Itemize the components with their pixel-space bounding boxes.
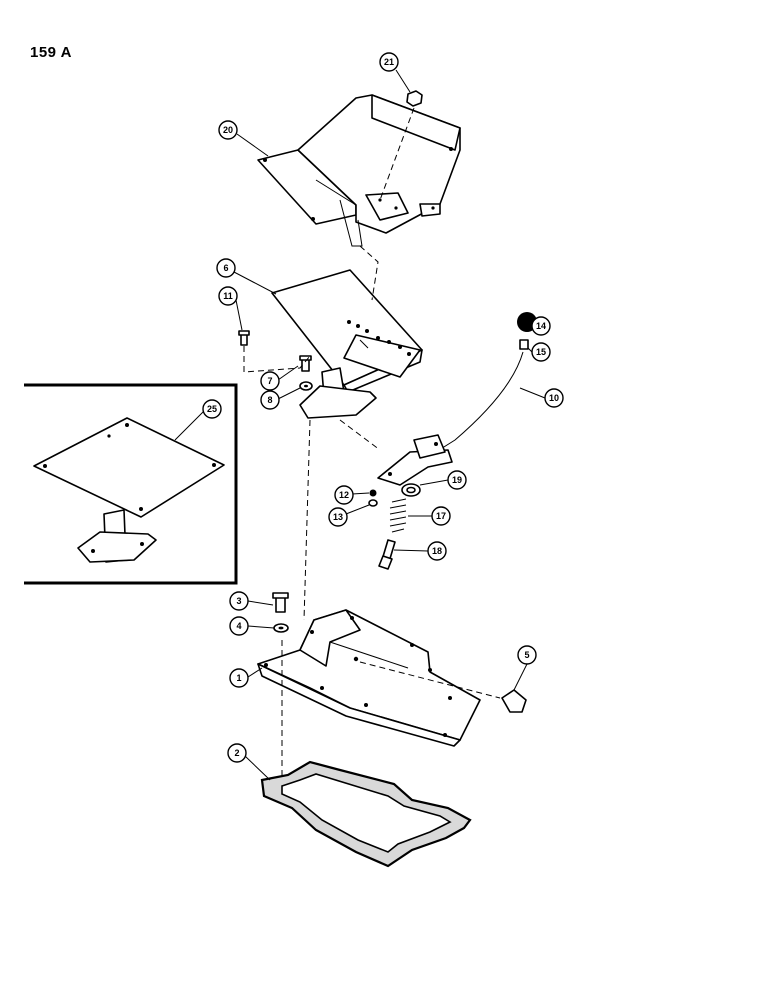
- svg-text:10: 10: [549, 393, 559, 403]
- callout-15: 15: [531, 342, 551, 362]
- svg-text:5: 5: [524, 650, 529, 660]
- part-12-ball: [369, 489, 377, 497]
- svg-text:19: 19: [452, 475, 462, 485]
- part-20-cover: [257, 94, 461, 247]
- callout-4: 4: [229, 616, 249, 636]
- part-4-washer: [273, 623, 289, 633]
- svg-text:1: 1: [236, 673, 241, 683]
- callout-20: 20: [218, 120, 238, 140]
- callout-13: 13: [328, 507, 348, 527]
- callout-12: 12: [334, 485, 354, 505]
- callout-2: 2: [227, 743, 247, 763]
- part-19-cup-washer: [401, 483, 421, 497]
- callout-18: 18: [427, 541, 447, 561]
- part-2-gasket: [260, 760, 472, 868]
- callout-25: 25: [202, 399, 222, 419]
- svg-text:17: 17: [436, 511, 446, 521]
- callout-21: 21: [379, 52, 399, 72]
- svg-text:4: 4: [236, 621, 241, 631]
- svg-text:13: 13: [333, 512, 343, 522]
- part-5-plug: [501, 689, 527, 713]
- callout-1: 1: [229, 668, 249, 688]
- page-title: 159 A: [30, 44, 72, 61]
- callout-3: 3: [229, 591, 249, 611]
- svg-text:11: 11: [223, 291, 233, 301]
- inset-box: [24, 383, 238, 585]
- part-18-bolt: [378, 539, 396, 570]
- part-15-set-screw: [519, 339, 529, 350]
- callout-11: 11: [218, 286, 238, 306]
- svg-text:20: 20: [223, 125, 233, 135]
- svg-text:18: 18: [432, 546, 442, 556]
- svg-text:3: 3: [236, 596, 241, 606]
- callout-5: 5: [517, 645, 537, 665]
- svg-text:25: 25: [207, 404, 217, 414]
- svg-text:12: 12: [339, 490, 349, 500]
- part-17-spring: [389, 498, 407, 533]
- part-1-housing: [257, 609, 481, 747]
- svg-text:7: 7: [267, 376, 272, 386]
- callout-7: 7: [260, 371, 280, 391]
- assembly-dashed-lines: [243, 107, 501, 780]
- leader-lines: [174, 69, 546, 781]
- part-13-washer: [368, 499, 378, 507]
- svg-text:8: 8: [267, 395, 272, 405]
- callout-10: 10: [544, 388, 564, 408]
- part-11-bolt: [238, 330, 250, 346]
- svg-text:14: 14: [536, 321, 546, 331]
- callout-6: 6: [216, 258, 236, 278]
- svg-text:15: 15: [536, 347, 546, 357]
- part-10-lever: [377, 351, 524, 486]
- callout-19: 19: [447, 470, 467, 490]
- callout-14: 14: [531, 316, 551, 336]
- part-3-bolt: [272, 592, 289, 613]
- part-21-nut: [406, 90, 423, 107]
- part-7-bolt: [299, 355, 312, 372]
- svg-text:6: 6: [223, 263, 228, 273]
- part-8-washer: [299, 381, 313, 391]
- callout-17: 17: [431, 506, 451, 526]
- part-6-seat-plate: [271, 269, 423, 419]
- svg-text:2: 2: [234, 748, 239, 758]
- svg-text:21: 21: [384, 57, 394, 67]
- callout-8: 8: [260, 390, 280, 410]
